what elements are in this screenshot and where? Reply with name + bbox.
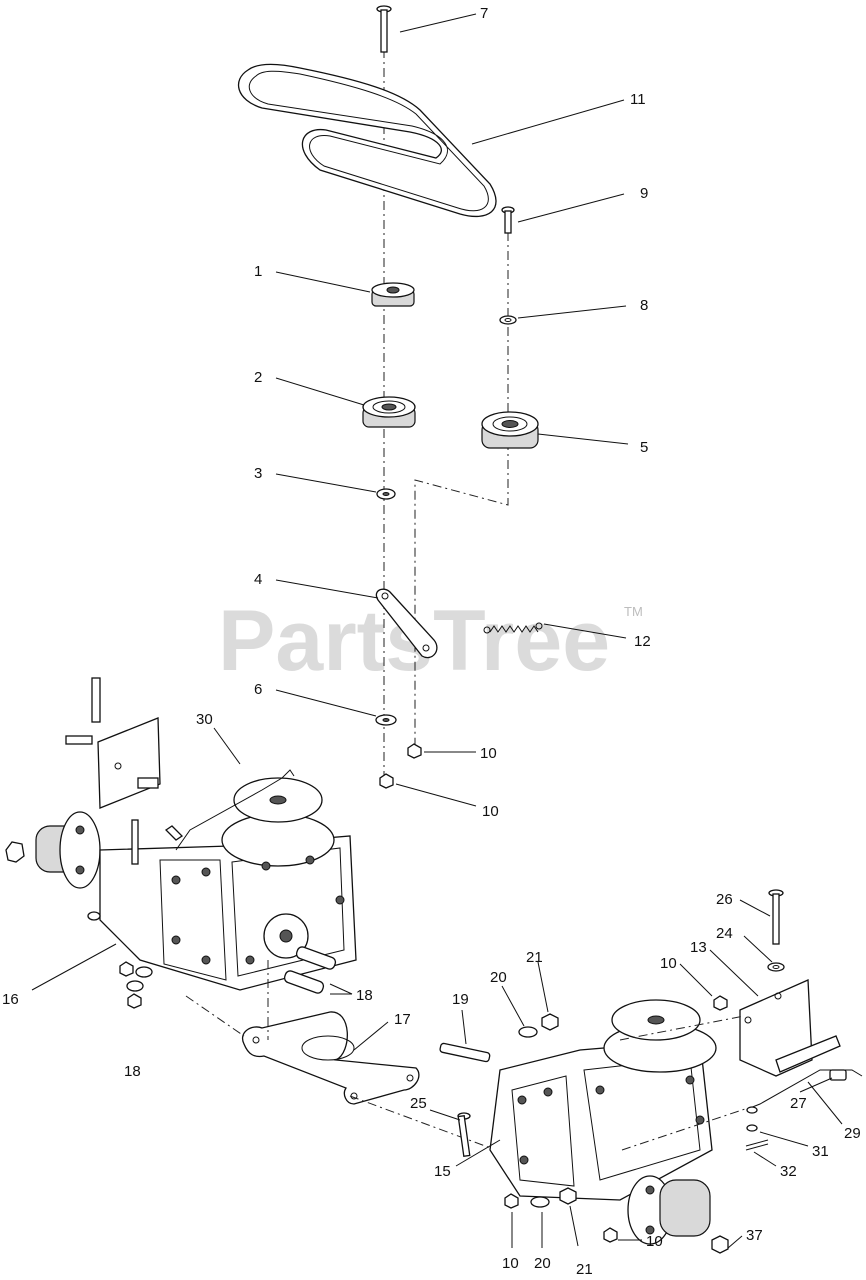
- callout-19: 19: [452, 991, 469, 1008]
- callout-31: 31: [812, 1143, 829, 1160]
- axis-bracket-left: [185, 995, 245, 1037]
- part-spring-12: [483, 622, 543, 634]
- part-belt-11: [238, 63, 497, 218]
- callout-10c: 10: [660, 955, 677, 972]
- callout-8: 8: [640, 297, 648, 314]
- part-transmission-15: [439, 999, 729, 1254]
- axis-bracket-mid: [349, 1095, 497, 1151]
- callout-1: 1: [254, 263, 262, 280]
- callout-25: 25: [410, 1095, 427, 1112]
- callout-18b: 18: [124, 1063, 141, 1080]
- callout-10a: 10: [480, 745, 497, 762]
- leader-lines: [31, 13, 843, 1249]
- part-washer-3: [376, 488, 396, 500]
- part-bracket-17: [241, 1011, 420, 1105]
- callout-5: 5: [640, 439, 648, 456]
- callout-13: 13: [690, 939, 707, 956]
- callout-labels: 7 11 9 1 8 2 5 3 4 12 6 10 10 30 16 18 1…: [2, 5, 861, 1278]
- axis-right-bracket: [619, 1015, 745, 1041]
- callout-6: 6: [254, 681, 262, 698]
- callout-10b: 10: [482, 803, 499, 820]
- callout-37: 37: [746, 1227, 763, 1244]
- callout-20b: 20: [534, 1255, 551, 1272]
- watermark-trademark: TM: [624, 604, 643, 619]
- callout-27: 27: [790, 1095, 807, 1112]
- part-washer-6: [375, 714, 397, 726]
- part-bolt-26: [768, 889, 784, 945]
- callout-12: 12: [634, 633, 651, 650]
- callout-7: 7: [480, 5, 488, 22]
- callout-4: 4: [254, 571, 262, 588]
- part-idler-arm-4: [375, 588, 438, 659]
- callout-32: 32: [780, 1163, 797, 1180]
- callout-24: 24: [716, 925, 733, 942]
- callout-20a: 20: [490, 969, 507, 986]
- part-rod-30: [164, 769, 295, 851]
- part-pin-31: [746, 1124, 758, 1132]
- callout-9: 9: [640, 185, 648, 202]
- callout-15: 15: [434, 1163, 451, 1180]
- part-bracket-13: [739, 979, 841, 1077]
- axis-right-rod: [621, 1107, 749, 1151]
- part-pulley-2: [362, 396, 416, 428]
- part-pulley-1: [371, 282, 415, 307]
- callout-3: 3: [254, 465, 262, 482]
- idler-axis: [414, 232, 509, 748]
- callout-18a: 18: [356, 987, 373, 1004]
- callout-2: 2: [254, 369, 262, 386]
- part-washer-8: [499, 315, 517, 325]
- part-bolt-7: [376, 5, 392, 53]
- callout-21a: 21: [526, 949, 543, 966]
- callout-16: 16: [2, 991, 19, 1008]
- part-washer-24: [767, 962, 785, 972]
- part-cotter-pin-32: [745, 1139, 769, 1151]
- part-nut-10b: [379, 773, 394, 789]
- part-idler-pulley-5: [481, 411, 539, 449]
- callout-26: 26: [716, 891, 733, 908]
- part-rod-29: [746, 1069, 863, 1114]
- part-bolt-27: [829, 1069, 847, 1081]
- part-nut-10c: [713, 995, 728, 1011]
- callout-10e: 10: [646, 1233, 663, 1250]
- callout-21b: 21: [576, 1261, 593, 1278]
- part-nut-10a: [407, 743, 422, 759]
- part-transmission-16: [5, 677, 357, 1009]
- callout-30: 30: [196, 711, 213, 728]
- callout-11: 11: [630, 91, 646, 108]
- part-bolt-9: [501, 206, 515, 234]
- callout-17: 17: [394, 1011, 411, 1028]
- callout-10d: 10: [502, 1255, 519, 1272]
- callout-29: 29: [844, 1125, 861, 1142]
